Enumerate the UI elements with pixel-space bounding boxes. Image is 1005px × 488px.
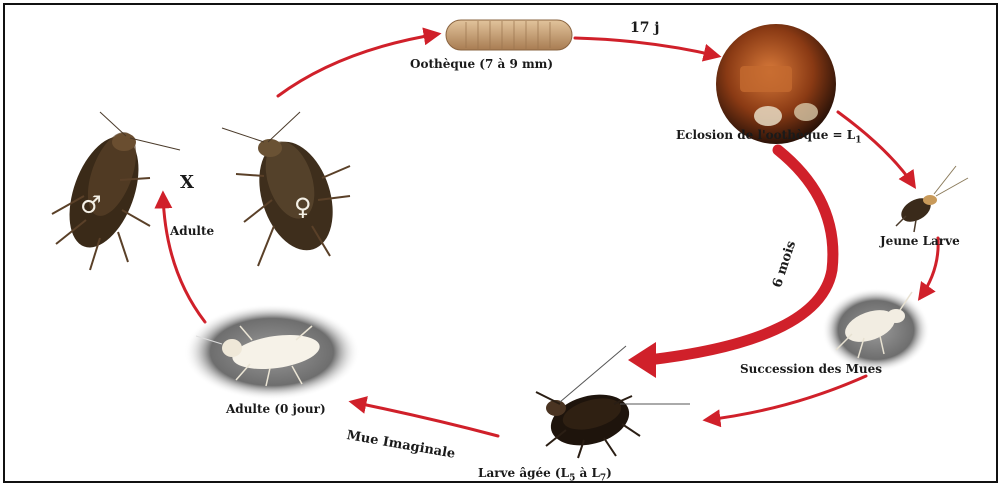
young-larva-label: Jeune Larve	[880, 234, 960, 248]
male-adult-icon	[52, 112, 180, 270]
arrow-mues-to-old	[706, 376, 866, 420]
ootheque-capsule-icon	[446, 20, 572, 50]
eclosion-label: Eclosion de l'oothèque = L1	[676, 128, 861, 145]
molts-label: Succession des Mues	[740, 362, 882, 376]
arrow-eclosion-to-young	[838, 112, 914, 186]
ootheque-label: Oothèque (7 à 9 mm)	[410, 57, 553, 71]
cross-symbol: X	[180, 172, 194, 193]
adult-label: Adulte	[170, 224, 214, 238]
arrow-ootheque-to-eclosion	[575, 38, 718, 56]
white-adult-icon	[184, 304, 360, 400]
adult-day0-label: Adulte (0 jour)	[226, 402, 326, 416]
molting-nymph-icon	[822, 288, 930, 372]
eclosion-photo-icon	[716, 24, 836, 144]
female-adult-icon	[222, 112, 350, 266]
arrow-adult0-to-adult	[163, 194, 205, 322]
male-symbol-icon: ♂	[80, 190, 102, 219]
female-symbol-icon: ♀	[294, 192, 312, 221]
old-larva-label: Larve âgée (L5 à L7)	[478, 466, 612, 483]
six-months-arrow	[628, 150, 833, 378]
arrow-old-to-adult0	[352, 402, 498, 436]
days-label: 17 j	[630, 20, 659, 36]
